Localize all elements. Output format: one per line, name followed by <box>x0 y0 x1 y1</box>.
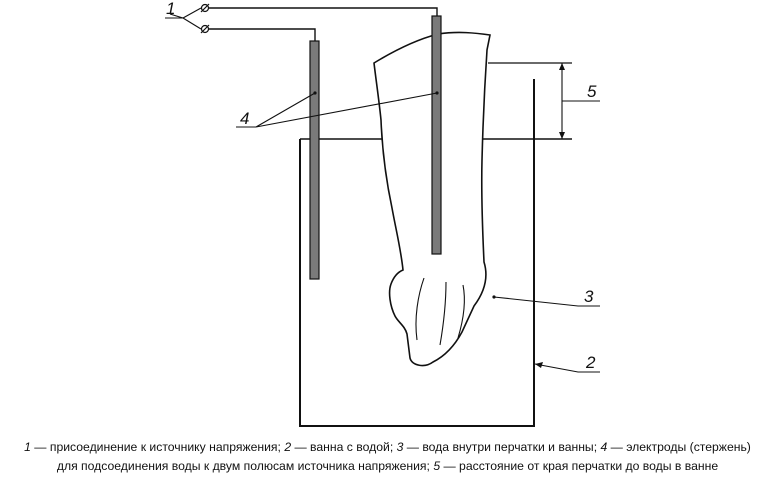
caption-text-4: — электроды (стержень) <box>607 440 751 454</box>
callout-2-label: 2 <box>585 353 596 372</box>
callout-5-label: 5 <box>587 82 597 101</box>
caption-num-5: 5 <box>433 459 441 473</box>
terminal-upper <box>200 3 210 13</box>
callout-3-label: 3 <box>584 287 594 306</box>
callout-3-leader <box>493 296 600 307</box>
callout-4-dot-right <box>435 91 439 95</box>
glove-finger-lines <box>415 277 465 346</box>
wire-right <box>206 7 438 16</box>
callout-2-leader <box>534 363 600 373</box>
terminal-lower <box>200 24 210 34</box>
dimension-5 <box>559 63 600 139</box>
glove-test-diagram: 1 4 5 3 2 <box>165 0 600 427</box>
callout-1-label: 1 <box>166 0 175 18</box>
caption-text-2: — ванна с водой; <box>291 440 397 454</box>
callout-4-dot-left <box>313 91 317 95</box>
callout-2-arrow <box>535 362 543 368</box>
caption-text-1: — присоединение к источнику напряжения; <box>30 440 285 454</box>
caption-num-3: 3 <box>396 440 404 454</box>
caption-line-2: для подсоединения воды к двум полюсам ис… <box>0 457 775 476</box>
figure-caption: 1 — присоединение к источнику напряжения… <box>0 438 775 476</box>
electrode-right <box>431 15 442 255</box>
electrode-left <box>309 40 320 280</box>
caption-num-1: 1 <box>24 440 31 454</box>
caption-text-3: — вода внутри перчатки и ванны; <box>403 440 601 454</box>
caption-text-5b: — расстояние от края перчатки до воды в … <box>440 459 719 473</box>
wire-left <box>206 28 316 41</box>
bath-outline <box>299 79 535 427</box>
callout-4-label: 4 <box>240 109 249 128</box>
caption-line-1: 1 — присоединение к источнику напряжения… <box>0 438 775 457</box>
caption-num-4: 4 <box>600 440 608 454</box>
callout-4-leaders <box>255 92 438 128</box>
caption-text-5a: для подсоединения воды к двум полюсам ис… <box>56 459 434 473</box>
caption-num-2: 2 <box>284 440 292 454</box>
